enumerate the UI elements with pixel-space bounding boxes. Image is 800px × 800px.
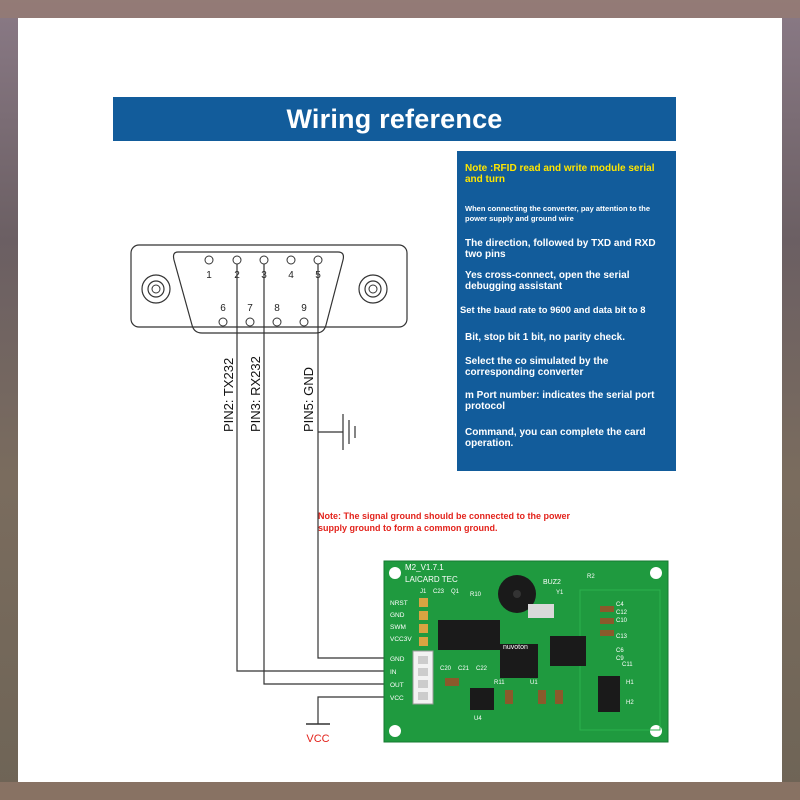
buzzer-label: BUZ2 xyxy=(543,579,561,586)
note-line: Set the baud rate to 9600 and data bit t… xyxy=(460,304,646,315)
wire-tx xyxy=(236,264,390,672)
pin-label: 9 xyxy=(301,303,307,314)
note-line: Select the co simulated by the correspon… xyxy=(465,356,609,378)
note-line: Command, you can complete the card opera… xyxy=(465,427,646,449)
header-pin-label: OUT xyxy=(390,682,404,689)
pcb-pin-label: NRST xyxy=(390,600,408,607)
pcb-brand: LAICARD TEC xyxy=(405,575,458,584)
pcb-ref-label: C20 xyxy=(440,666,452,672)
pcb-ref-label: C11 xyxy=(622,662,633,668)
pcb-pin-label: GND xyxy=(390,612,405,619)
pcb-ref-label: C23 xyxy=(433,589,445,595)
screw-icon xyxy=(358,274,388,304)
pcb-pin-label: VCC3V xyxy=(390,636,412,643)
header-pin-label: GND xyxy=(390,656,405,663)
db9-shell xyxy=(130,244,408,328)
wire-label-gnd: PIN5: GND xyxy=(301,367,316,432)
pcb-ref-label: C10 xyxy=(616,618,628,624)
rfid-module-board: M2_V1.7.1 LAICARD TEC NRST GND SWM VCC3V… xyxy=(383,560,669,743)
header-pin-label: VCC xyxy=(390,695,404,702)
wire-label-rx: PIN3: RX232 xyxy=(248,356,263,432)
pcb-ref-label: Q1 xyxy=(451,589,460,595)
pcb-ref-label: R2 xyxy=(587,574,595,580)
pcb-ref-label: H2 xyxy=(626,700,634,706)
vcc-label: VCC xyxy=(306,733,329,745)
instructions-panel: Note :RFID read and write module serial … xyxy=(457,151,676,471)
note-heading: Note :RFID read and write module serial … xyxy=(465,163,655,185)
wire-lines xyxy=(236,264,390,724)
pcb-ref-label: H1 xyxy=(626,680,634,686)
pcb-ref-label: C13 xyxy=(616,634,628,640)
ground-icon xyxy=(342,414,356,450)
note-line: Yes cross-connect, open the serial debug… xyxy=(465,270,630,292)
pcb-ref-label: Y1 xyxy=(556,590,564,596)
header-pin-label: IN xyxy=(390,669,397,676)
pcb-ref-label: C6 xyxy=(616,648,624,654)
pcb-ref-label: U4 xyxy=(474,716,482,722)
pcb-ref-label: J1 xyxy=(420,589,427,595)
screw-icon xyxy=(141,274,171,304)
pcb-ref-label: C21 xyxy=(458,666,470,672)
background-stripe xyxy=(0,782,800,800)
wire-rx xyxy=(263,264,390,685)
wire-gnd xyxy=(317,264,390,659)
pin-label: 6 xyxy=(220,303,226,314)
background-stripe xyxy=(0,0,800,18)
page-title: Wiring reference xyxy=(286,103,503,134)
pcb-ref-label: C4 xyxy=(616,602,624,608)
ground-note: Note: The signal ground should be connec… xyxy=(318,511,571,533)
note-line: m Port number: indicates the serial port… xyxy=(465,390,655,412)
pcb-ref-label: R11 xyxy=(494,680,505,686)
db9-bottom-pins: 6 7 8 9 xyxy=(218,303,309,327)
pin-label: 7 xyxy=(247,303,253,314)
pcb-ref-label: R10 xyxy=(470,592,482,598)
pcb-ref-label: C22 xyxy=(476,666,488,672)
pcb-version: M2_V1.7.1 xyxy=(405,563,444,572)
title-banner: Wiring reference xyxy=(113,97,676,141)
pin-label: 8 xyxy=(274,303,280,314)
note-line: When connecting the converter, pay atten… xyxy=(465,204,651,223)
wire-label-tx: PIN2: TX232 xyxy=(221,358,236,432)
pcb-ref-label: U1 xyxy=(530,680,538,686)
wire-vcc xyxy=(317,696,390,724)
chip-label: nuvoton xyxy=(503,644,528,651)
note-line: Bit, stop bit 1 bit, no parity check. xyxy=(465,332,626,343)
pcb-ref-label: C12 xyxy=(616,610,628,616)
pin-label: 4 xyxy=(288,270,294,281)
pcb-ref-label: C9 xyxy=(616,656,624,662)
pcb-pin-label: SWM xyxy=(390,624,406,631)
pin-label: 1 xyxy=(206,270,212,281)
note-line: The direction, followed by TXD and RXD t… xyxy=(465,238,656,260)
db9-trapezoid xyxy=(172,251,345,334)
